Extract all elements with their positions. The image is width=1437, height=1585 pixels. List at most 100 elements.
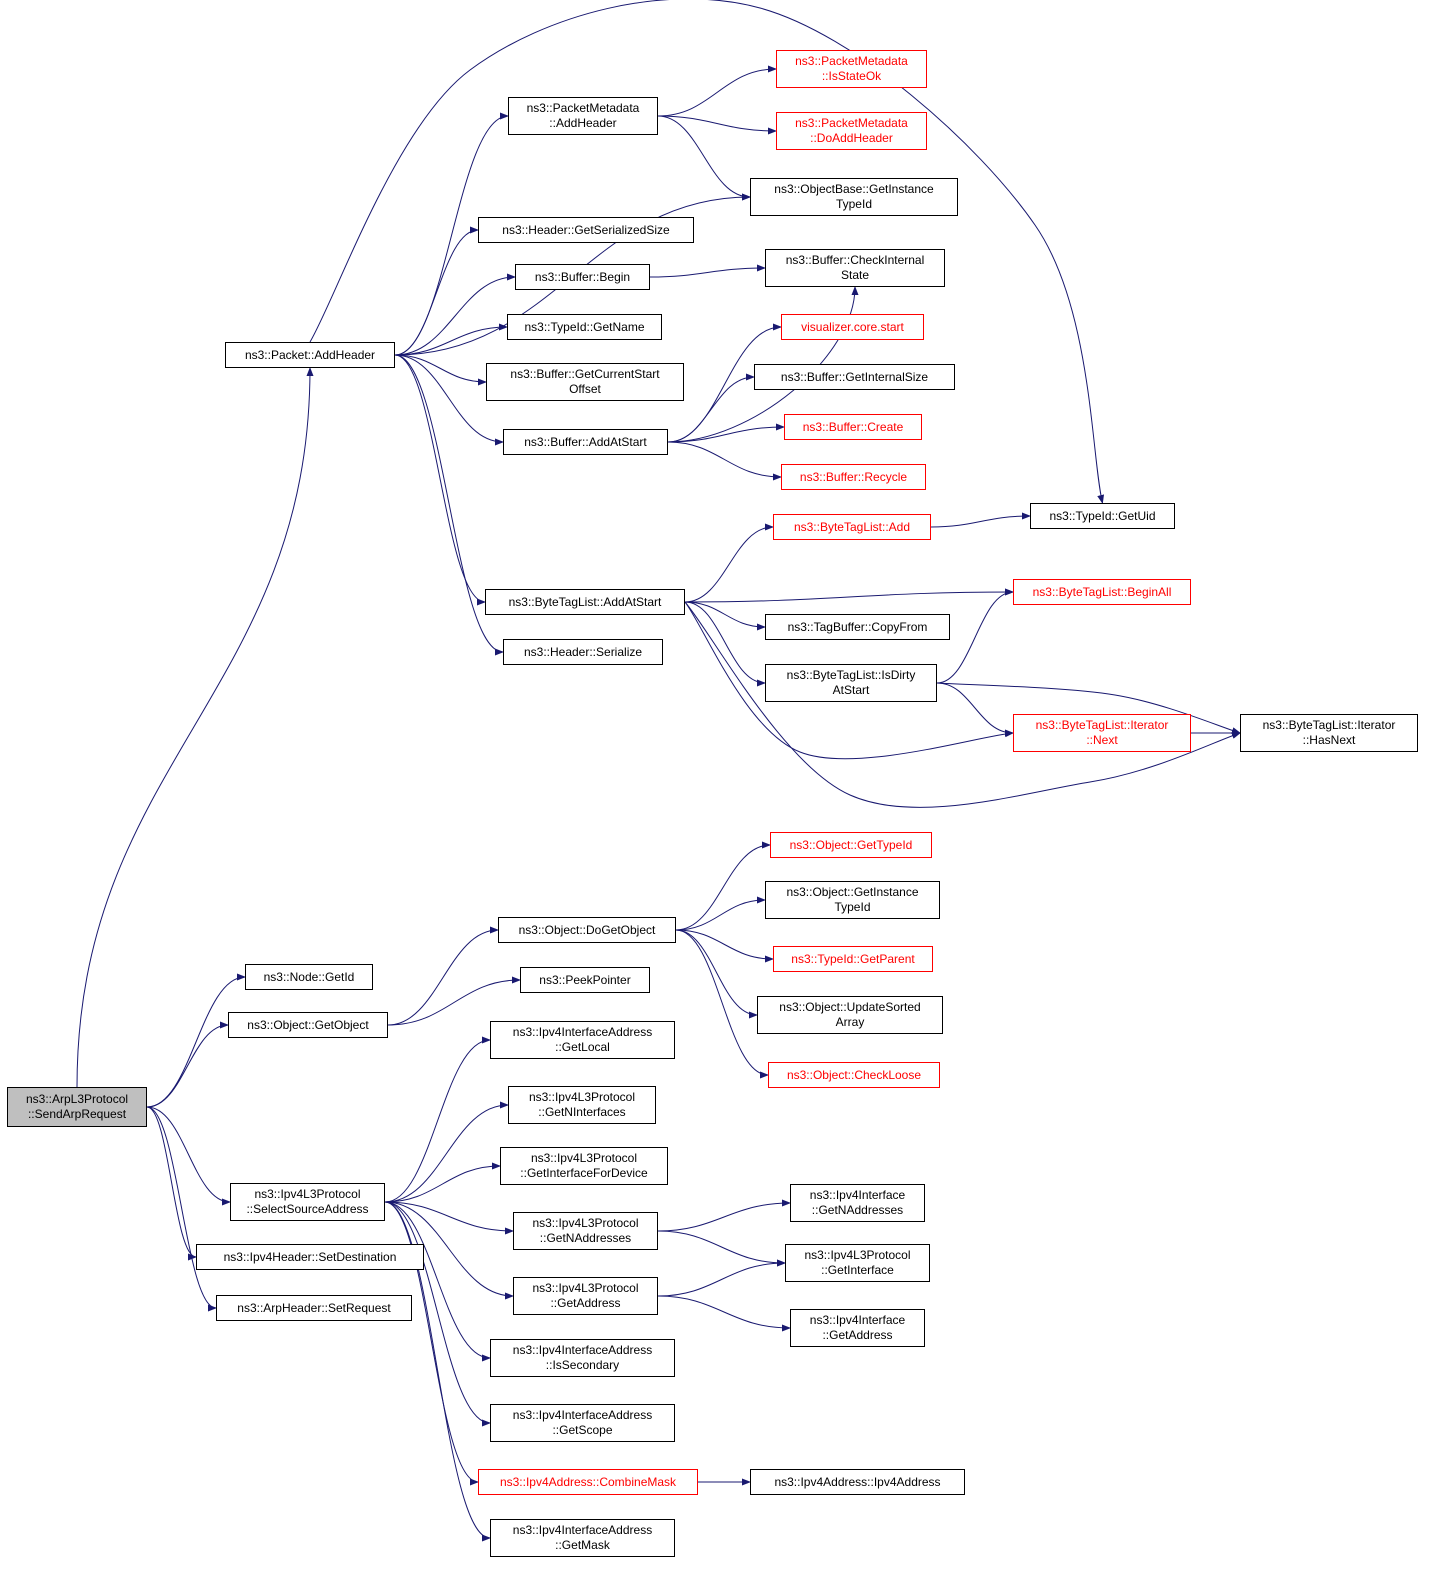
graph-node-ipv4ifaceaddr-getscope[interactable]: ns3::Ipv4InterfaceAddress ::GetScope bbox=[490, 1404, 675, 1442]
graph-node-label: ns3::Ipv4L3Protocol ::GetInterfaceForDev… bbox=[520, 1151, 648, 1180]
edge-bytetaglist-addatstart-bytetaglist-iterator-hasnext bbox=[684, 601, 1241, 808]
graph-node-arpheader-setrequest[interactable]: ns3::ArpHeader::SetRequest bbox=[216, 1295, 412, 1321]
graph-node-label: ns3::TagBuffer::CopyFrom bbox=[787, 619, 928, 634]
graph-node-ipv4l3-getaddress[interactable]: ns3::Ipv4L3Protocol ::GetAddress bbox=[513, 1277, 658, 1315]
graph-node-label: ns3::ArpL3Protocol ::SendArpRequest bbox=[25, 1092, 129, 1121]
graph-node-label: ns3::Header::Serialize bbox=[523, 644, 643, 659]
edge-packetmetadata-addheader-packetmetadata-isstateok bbox=[657, 65, 777, 117]
graph-node-objectbase-getinstancetypeid[interactable]: ns3::ObjectBase::GetInstance TypeId bbox=[750, 178, 958, 216]
edge-packet-addheader-buffer-begin bbox=[394, 273, 516, 356]
graph-node-ipv4l3-getinterfacefordevice[interactable]: ns3::Ipv4L3Protocol ::GetInterfaceForDev… bbox=[500, 1147, 668, 1185]
graph-node-ipv4iface-getaddress[interactable]: ns3::Ipv4Interface ::GetAddress bbox=[790, 1309, 925, 1347]
graph-node-buffer-checkinternalstate[interactable]: ns3::Buffer::CheckInternal State bbox=[765, 249, 945, 287]
graph-node-typeid-getuid[interactable]: ns3::TypeId::GetUid bbox=[1030, 503, 1175, 529]
edge-ipv4l3-selectsourceaddress-ipv4ifaceaddr-getscope bbox=[384, 1201, 491, 1427]
graph-node-label: visualizer.core.start bbox=[801, 319, 904, 334]
graph-node-bytetaglist-add[interactable]: ns3::ByteTagList::Add bbox=[773, 514, 931, 540]
edge-bytetaglist-add-typeid-getuid bbox=[930, 512, 1031, 528]
graph-node-buffer-getinternalsize[interactable]: ns3::Buffer::GetInternalSize bbox=[754, 364, 955, 390]
edge-root-ipv4header-setdestination bbox=[146, 1106, 197, 1261]
edge-ipv4l3-selectsourceaddress-ipv4l3-getnaddresses bbox=[384, 1201, 514, 1235]
edge-ipv4l3-selectsourceaddress-ipv4ifaceaddr-issecondary bbox=[384, 1201, 491, 1362]
edge-bytetaglist-addatstart-bytetaglist-isdirtyatstart bbox=[684, 601, 766, 687]
edge-object-getobject-peekpointer bbox=[387, 976, 521, 1026]
graph-node-label: ns3::Object::GetInstance TypeId bbox=[786, 885, 919, 914]
edge-ipv4l3-selectsourceaddress-ipv4l3-getninterfaces bbox=[384, 1101, 509, 1203]
graph-node-label: ns3::Object::CheckLoose bbox=[786, 1067, 922, 1082]
graph-node-label: ns3::Object::UpdateSorted Array bbox=[779, 1000, 921, 1029]
edge-ipv4l3-selectsourceaddress-ipv4l3-getaddress bbox=[384, 1201, 514, 1300]
graph-node-label: ns3::ArpHeader::SetRequest bbox=[237, 1300, 391, 1315]
graph-node-packetmetadata-isstateok[interactable]: ns3::PacketMetadata ::IsStateOk bbox=[776, 50, 927, 88]
edge-object-dogetobject-object-gettypeid bbox=[675, 841, 771, 931]
graph-node-bytetaglist-iterator-next[interactable]: ns3::ByteTagList::Iterator ::Next bbox=[1013, 714, 1191, 752]
graph-node-label: ns3::PeekPointer bbox=[539, 972, 631, 987]
graph-node-header-getserializedsize[interactable]: ns3::Header::GetSerializedSize bbox=[478, 217, 694, 243]
graph-node-header-serialize[interactable]: ns3::Header::Serialize bbox=[503, 639, 663, 665]
graph-node-ipv4l3-getnaddresses[interactable]: ns3::Ipv4L3Protocol ::GetNAddresses bbox=[513, 1212, 658, 1250]
graph-node-label: ns3::PacketMetadata ::DoAddHeader bbox=[795, 116, 908, 145]
edge-bytetaglist-isdirtyatstart-bytetaglist-iterator-hasnext bbox=[936, 682, 1241, 735]
graph-node-ipv4address-ipv4address[interactable]: ns3::Ipv4Address::Ipv4Address bbox=[750, 1469, 965, 1495]
graph-node-buffer-create[interactable]: ns3::Buffer::Create bbox=[784, 414, 922, 440]
graph-node-ipv4l3-selectsourceaddress[interactable]: ns3::Ipv4L3Protocol ::SelectSourceAddres… bbox=[230, 1183, 385, 1221]
graph-node-ipv4l3-getinterface[interactable]: ns3::Ipv4L3Protocol ::GetInterface bbox=[785, 1244, 930, 1282]
graph-node-label: ns3::Ipv4L3Protocol ::GetInterface bbox=[804, 1248, 911, 1277]
graph-node-typeid-getname[interactable]: ns3::TypeId::GetName bbox=[507, 314, 662, 340]
edge-bytetaglist-addatstart-bytetaglist-add bbox=[684, 523, 774, 603]
graph-node-bytetaglist-addatstart[interactable]: ns3::ByteTagList::AddAtStart bbox=[485, 589, 685, 615]
graph-node-label: ns3::Object::GetObject bbox=[247, 1017, 369, 1032]
graph-node-root[interactable]: ns3::ArpL3Protocol ::SendArpRequest bbox=[7, 1087, 147, 1127]
graph-node-label: ns3::ByteTagList::BeginAll bbox=[1032, 584, 1172, 599]
graph-node-label: ns3::Ipv4InterfaceAddress ::GetScope bbox=[512, 1408, 653, 1437]
graph-node-object-checkloose[interactable]: ns3::Object::CheckLoose bbox=[768, 1062, 940, 1088]
graph-node-ipv4header-setdestination[interactable]: ns3::Ipv4Header::SetDestination bbox=[196, 1244, 424, 1270]
edge-packet-addheader-typeid-getuid bbox=[309, 0, 1105, 504]
graph-node-ipv4address-combinemask[interactable]: ns3::Ipv4Address::CombineMask bbox=[478, 1469, 698, 1495]
graph-node-buffer-recycle[interactable]: ns3::Buffer::Recycle bbox=[781, 464, 926, 490]
graph-node-typeid-getparent[interactable]: ns3::TypeId::GetParent bbox=[773, 946, 933, 972]
edge-bytetaglist-addatstart-tagbuffer-copyfrom bbox=[684, 601, 766, 631]
graph-node-object-getinstancetypeid[interactable]: ns3::Object::GetInstance TypeId bbox=[765, 881, 940, 919]
graph-node-label: ns3::Buffer::Begin bbox=[534, 269, 631, 284]
edge-root-ipv4l3-selectsourceaddress bbox=[146, 1106, 231, 1206]
graph-node-bytetaglist-beginall[interactable]: ns3::ByteTagList::BeginAll bbox=[1013, 579, 1191, 605]
graph-node-packetmetadata-addheader[interactable]: ns3::PacketMetadata ::AddHeader bbox=[508, 97, 658, 135]
graph-node-object-dogetobject[interactable]: ns3::Object::DoGetObject bbox=[498, 917, 676, 943]
graph-node-buffer-getcurrentstartoffset[interactable]: ns3::Buffer::GetCurrentStart Offset bbox=[486, 363, 684, 401]
graph-node-ipv4ifaceaddr-getmask[interactable]: ns3::Ipv4InterfaceAddress ::GetMask bbox=[490, 1519, 675, 1557]
graph-node-ipv4iface-getnaddresses[interactable]: ns3::Ipv4Interface ::GetNAddresses bbox=[790, 1184, 925, 1222]
graph-node-ipv4ifaceaddr-issecondary[interactable]: ns3::Ipv4InterfaceAddress ::IsSecondary bbox=[490, 1339, 675, 1377]
edge-packet-addheader-header-getserializedsize bbox=[394, 226, 479, 356]
graph-node-object-updatesortedarray[interactable]: ns3::Object::UpdateSorted Array bbox=[757, 996, 943, 1034]
graph-node-buffer-begin[interactable]: ns3::Buffer::Begin bbox=[515, 264, 650, 290]
graph-node-tagbuffer-copyfrom[interactable]: ns3::TagBuffer::CopyFrom bbox=[765, 614, 950, 640]
graph-node-label: ns3::Ipv4Interface ::GetNAddresses bbox=[809, 1188, 906, 1217]
graph-node-object-getobject[interactable]: ns3::Object::GetObject bbox=[228, 1012, 388, 1038]
graph-node-label: ns3::Buffer::AddAtStart bbox=[524, 434, 647, 449]
graph-node-object-gettypeid[interactable]: ns3::Object::GetTypeId bbox=[770, 832, 932, 858]
graph-node-bytetaglist-isdirtyatstart[interactable]: ns3::ByteTagList::IsDirty AtStart bbox=[765, 664, 937, 702]
graph-node-ipv4l3-getninterfaces[interactable]: ns3::Ipv4L3Protocol ::GetNInterfaces bbox=[508, 1086, 656, 1124]
graph-node-node-getid[interactable]: ns3::Node::GetId bbox=[245, 964, 373, 990]
graph-node-label: ns3::Header::GetSerializedSize bbox=[502, 222, 670, 237]
graph-node-label: ns3::PacketMetadata ::IsStateOk bbox=[795, 54, 908, 83]
edge-ipv4l3-selectsourceaddress-ipv4ifaceaddr-getmask bbox=[384, 1201, 491, 1542]
graph-node-label: ns3::Ipv4InterfaceAddress ::GetLocal bbox=[512, 1025, 653, 1054]
edge-ipv4l3-getnaddresses-ipv4l3-getinterface bbox=[657, 1230, 786, 1267]
edge-ipv4l3-getnaddresses-ipv4iface-getnaddresses bbox=[657, 1199, 791, 1232]
edge-ipv4l3-selectsourceaddress-ipv4l3-getinterfacefordevice bbox=[384, 1162, 501, 1203]
edge-bytetaglist-isdirtyatstart-bytetaglist-iterator-next bbox=[936, 682, 1014, 737]
graph-node-peekpointer[interactable]: ns3::PeekPointer bbox=[520, 967, 650, 993]
graph-node-label: ns3::Ipv4InterfaceAddress ::GetMask bbox=[512, 1523, 653, 1552]
graph-node-packet-addheader[interactable]: ns3::Packet::AddHeader bbox=[225, 342, 395, 368]
graph-node-visualizer-core-start[interactable]: visualizer.core.start bbox=[781, 314, 924, 340]
graph-node-label: ns3::Buffer::GetInternalSize bbox=[780, 369, 929, 384]
graph-node-label: ns3::Ipv4Address::CombineMask bbox=[499, 1474, 677, 1489]
edge-object-dogetobject-object-updatesortedarray bbox=[675, 929, 758, 1019]
edge-ipv4l3-selectsourceaddress-ipv4address-combinemask bbox=[384, 1201, 479, 1486]
graph-node-packetmetadata-doaddheader[interactable]: ns3::PacketMetadata ::DoAddHeader bbox=[776, 112, 927, 150]
graph-node-ipv4ifaceaddr-getlocal[interactable]: ns3::Ipv4InterfaceAddress ::GetLocal bbox=[490, 1021, 675, 1059]
graph-node-buffer-addatstart[interactable]: ns3::Buffer::AddAtStart bbox=[503, 429, 668, 455]
graph-node-bytetaglist-iterator-hasnext[interactable]: ns3::ByteTagList::Iterator ::HasNext bbox=[1240, 714, 1418, 752]
